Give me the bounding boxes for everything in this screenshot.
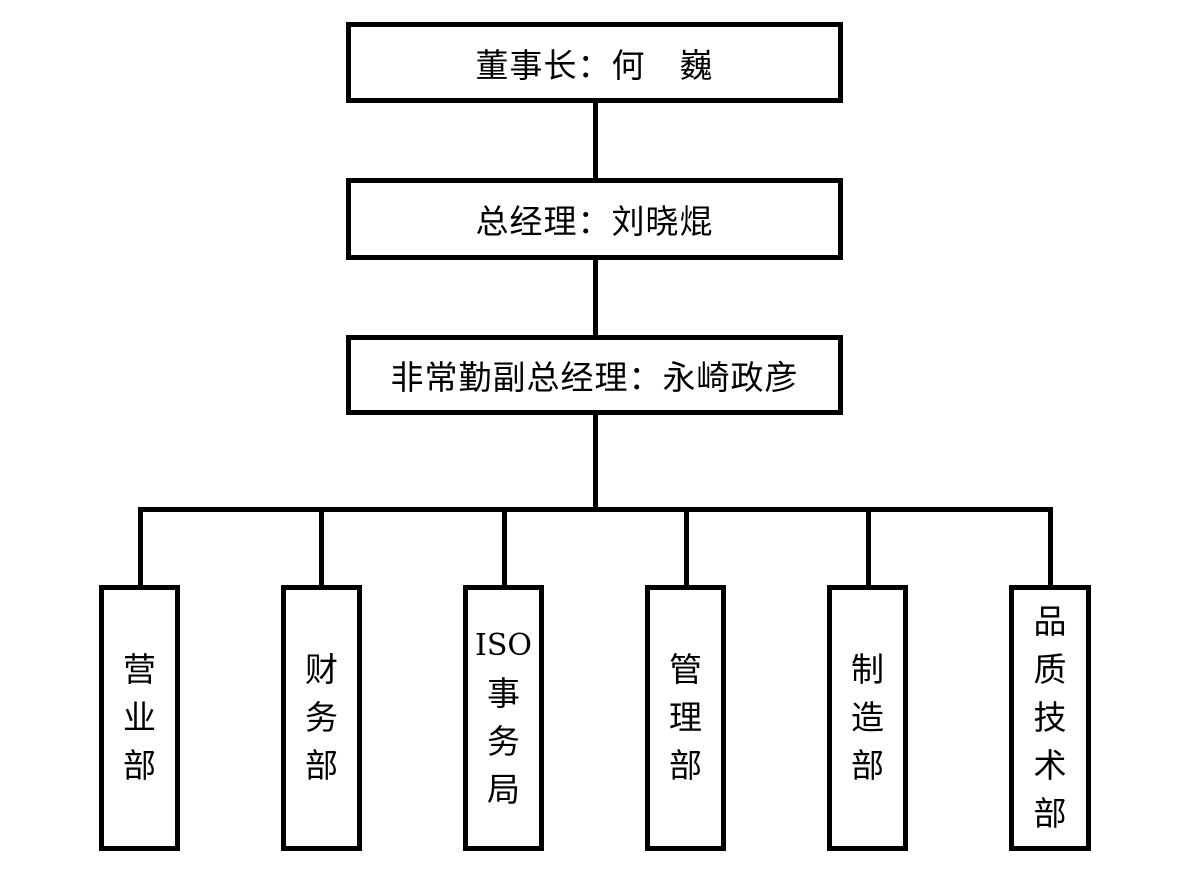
department-management-char: 理: [669, 698, 702, 737]
department-iso-office-box: ISO 事 务 局: [463, 585, 544, 851]
department-quality-tech-char: 质: [1033, 650, 1067, 689]
department-quality-tech-box: 品 质 技 术 部: [1009, 585, 1091, 851]
department-sales-char: 业: [123, 698, 156, 737]
department-management-char: 管: [669, 650, 702, 689]
department-bus-line: [138, 507, 1053, 512]
department-quality-tech-char: 术: [1033, 746, 1067, 785]
department-sales-box: 营 业 部: [99, 585, 180, 851]
department-manufacturing-box: 制 造 部: [827, 585, 908, 851]
department-iso-office-char: 局: [487, 770, 520, 809]
department-iso-office-char: 务: [487, 722, 520, 761]
department-finance-char: 部: [305, 746, 338, 785]
connector-deputy-bus: [593, 412, 598, 510]
chairman-box: 董事长：何 巍: [346, 22, 843, 103]
connector-chairman-gm: [593, 100, 598, 180]
department-manufacturing-char: 部: [851, 746, 884, 785]
deputy-general-manager-box: 非常勤副总经理：永崎政彦: [346, 335, 843, 415]
connector-dept-3: [502, 507, 507, 587]
department-manufacturing-char: 造: [851, 698, 884, 737]
connector-dept-4: [684, 507, 689, 587]
department-finance-char: 财: [305, 650, 338, 689]
connector-gm-deputy: [593, 258, 598, 338]
department-management-char: 部: [669, 746, 702, 785]
department-management-box: 管 理 部: [645, 585, 726, 851]
connector-dept-1: [138, 507, 143, 587]
connector-dept-2: [319, 507, 324, 587]
department-quality-tech-char: 技: [1033, 698, 1067, 737]
department-sales-char: 营: [123, 650, 156, 689]
department-iso-office-char: 事: [487, 674, 520, 713]
deputy-general-manager-label: 非常勤副总经理：永崎政彦: [390, 358, 799, 397]
department-finance-char: 务: [305, 698, 338, 737]
department-quality-tech-char: 部: [1033, 794, 1067, 833]
connector-dept-5: [866, 507, 871, 587]
department-manufacturing-char: 制: [851, 650, 884, 689]
department-finance-box: 财 务 部: [281, 585, 362, 851]
connector-dept-6: [1048, 507, 1053, 587]
department-sales-char: 部: [123, 746, 156, 785]
department-iso-office-char: ISO: [475, 628, 532, 663]
department-quality-tech-char: 品: [1033, 602, 1067, 641]
general-manager-label: 总经理：刘晓焜: [475, 202, 714, 241]
chairman-label: 董事长：何 巍: [475, 45, 714, 85]
general-manager-box: 总经理：刘晓焜: [346, 178, 843, 260]
